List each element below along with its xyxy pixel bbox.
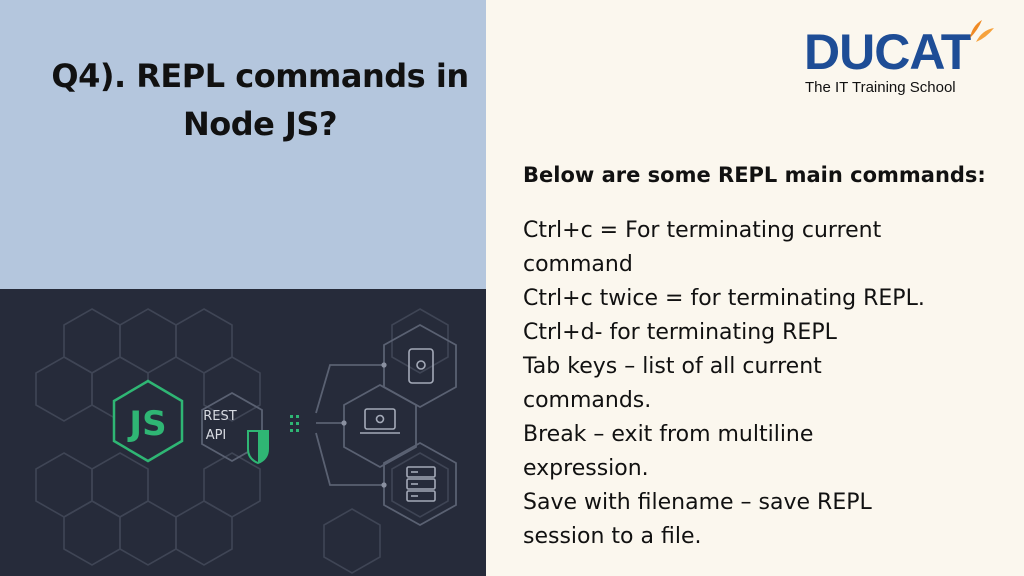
slide-title: Q4). REPL commands in Node JS? — [40, 52, 480, 148]
rest-label: REST — [203, 409, 236, 424]
command-line: Break – exit from multiline — [523, 422, 814, 447]
command-line: command — [523, 252, 633, 277]
command-line: session to a file. — [523, 524, 702, 549]
command-line: Ctrl+d- for terminating REPL — [523, 320, 837, 345]
title-panel: Q4). REPL commands in Node JS? — [0, 0, 486, 289]
title-line-2: Node JS? — [182, 105, 338, 143]
api-label: API — [206, 428, 227, 443]
command-line: Save with filename – save REPL — [523, 490, 872, 515]
node-rest-api-illustration: JS REST API — [35, 308, 457, 574]
illustration-panel: JS REST API — [0, 289, 486, 576]
laptop-icon — [360, 408, 400, 434]
content-panel: DUCAT The IT Training School Below are s… — [486, 0, 1024, 576]
tablet-icon — [408, 348, 434, 384]
commands-list: Ctrl+c = For terminating current command… — [523, 214, 1023, 554]
ducat-logo: DUCAT The IT Training School — [804, 16, 1004, 100]
command-line: Ctrl+c twice = for terminating REPL. — [523, 286, 925, 311]
command-line: Ctrl+c = For terminating current — [523, 218, 882, 243]
commands-heading: Below are some REPL main commands: — [523, 163, 986, 187]
command-line: expression. — [523, 456, 649, 481]
logo-brand: DUCAT — [804, 24, 971, 80]
leaf-icon — [970, 20, 994, 42]
shield-icon — [247, 430, 269, 465]
command-line: commands. — [523, 388, 652, 413]
server-icon — [406, 466, 436, 502]
connector-dots-icon — [290, 415, 299, 432]
js-label: JS — [127, 404, 166, 444]
title-line-1: Q4). REPL commands in — [51, 57, 469, 95]
logo-tagline: The IT Training School — [805, 79, 956, 96]
command-line: Tab keys – list of all current — [523, 354, 822, 379]
